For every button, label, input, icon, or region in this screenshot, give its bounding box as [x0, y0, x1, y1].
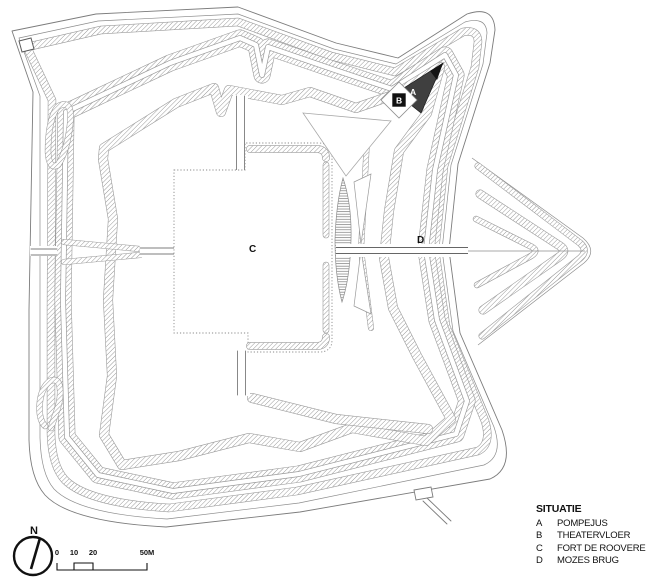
legend-key-a: A [536, 518, 543, 529]
legend-label-fort-de-roovere: FORT DE ROOVERE [557, 542, 646, 554]
legend-title: SITUATIE [536, 503, 582, 515]
causeways [30, 95, 250, 396]
legend-row-b: B THEATERVLOER [536, 530, 648, 542]
legend-key-b: B [536, 530, 543, 542]
theatervloer-marker [380, 81, 418, 119]
scale-tick-20: 20 [89, 548, 97, 557]
legend-row-c: C FORT DE ROOVERE [536, 543, 648, 555]
legend: SITUATIE A POMPEJUS B THEATERVLOER C FOR… [536, 503, 648, 568]
scale-tick-50m: 50M [140, 548, 155, 557]
outer-boundary-outline [11, 6, 507, 528]
scale-tick-0: 0 [55, 548, 59, 557]
east-ravelin [462, 157, 592, 346]
central-plateau [173, 142, 333, 353]
legend-label-theatervloer: THEATERVLOER [557, 530, 631, 542]
legend-key-d: D [536, 555, 543, 567]
legend-row-a: A POMPEJUS [536, 518, 648, 530]
north-label: N [30, 525, 38, 537]
legend-label-pompejus: POMPEJUS [557, 518, 608, 529]
marker-label-b: B [396, 96, 402, 106]
legend-label-mozes-brug: MOZES BRUG [557, 555, 619, 567]
small-outworks [18, 37, 452, 525]
marker-label-c: C [249, 244, 256, 255]
tower-tip [430, 63, 443, 80]
east-plateau-works [334, 173, 372, 315]
legend-key-c: C [536, 542, 543, 554]
marker-label-d: D [417, 235, 424, 246]
marker-label-a: A [410, 87, 416, 97]
scale-tick-10: 10 [70, 548, 78, 557]
legend-row-d: D MOZES BRUG [536, 555, 648, 567]
north-compass: N [12, 525, 54, 577]
scale-bar: 0 10 20 50M [55, 548, 155, 571]
mozes-bridge [336, 244, 468, 257]
ne-bastion-wedge [302, 112, 392, 177]
